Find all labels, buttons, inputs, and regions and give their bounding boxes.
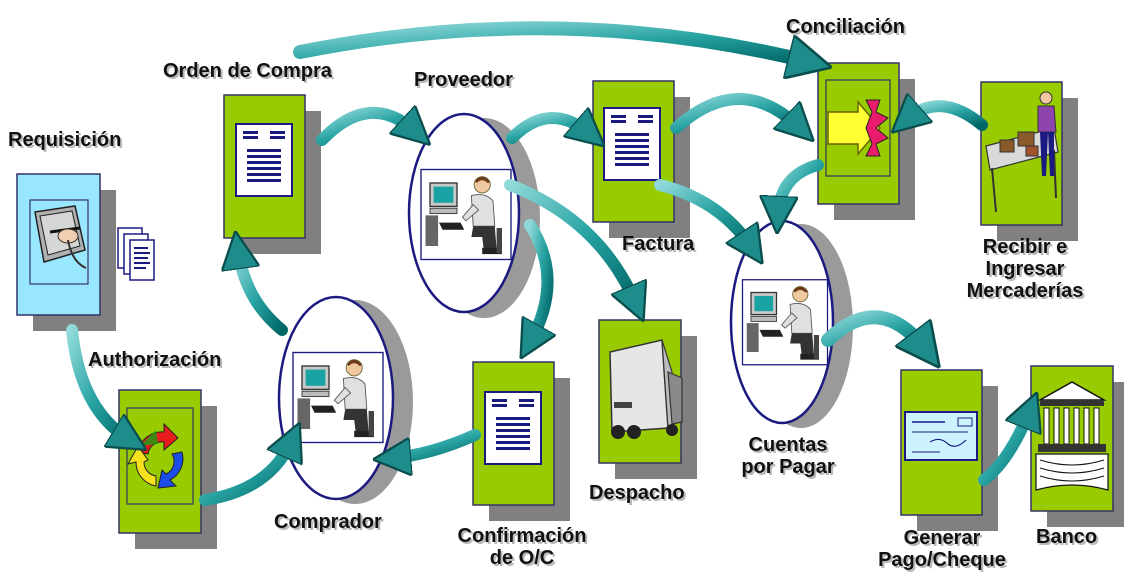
arrow-confirmacion-to-comprador [392,429,481,458]
confirmation-document-icon [484,391,542,465]
arrow-cuentas-to-generar [821,310,926,350]
proveedor-computer-user-icon [420,168,512,261]
documents-stack-icon [117,227,155,281]
cuentas-oval [729,219,853,428]
proveedor-label: Proveedor [414,69,513,91]
arrow-recibir-to-conciliacion [906,106,988,125]
autorizacion-label: Authorización [88,349,222,371]
proveedor-oval [407,112,540,318]
generar-pago-card [900,369,998,531]
cheque-icon [904,411,978,461]
cuentas-computer-user-icon [741,279,829,366]
arrow-orden-to-proveedor [316,113,416,140]
orden-compra-label: Orden de Compra [163,60,332,82]
arrow-proveedor-to-factura [506,118,590,138]
purchase-order-document-icon [235,123,293,197]
confirmacion-label-line2: de O/C [489,547,555,569]
warehouse-worker-icon [985,91,1059,213]
despacho-label: Despacho [589,482,685,504]
truck-icon [609,339,683,439]
orden-compra-card [223,94,321,254]
arrow-orden-to-conciliacion [293,21,810,62]
arrow-factura-to-cuentas [654,179,752,248]
arrow-conciliacion-to-cuentas [778,159,824,215]
autorizacion-card [118,389,217,549]
cuentas-label-line1: Cuentas [748,434,828,456]
hand-writing-icon [34,205,87,269]
confirmacion-card [472,361,570,521]
arrow-requisicion-to-autorizacion [66,324,130,440]
confirmacion-label-line1: Confirmación [457,525,587,547]
comprador-computer-user-icon [292,351,384,444]
arrow-factura-to-conciliacion [670,93,800,128]
comprador-oval [277,295,413,504]
arrow-generar-to-banco [978,410,1030,486]
conciliacion-card [817,62,915,220]
bank-building-icon [1035,381,1109,491]
banco-label: Banco [1036,526,1098,548]
invoice-document-icon [603,107,661,181]
arrow-comprador-to-orden [238,250,288,336]
factura-card [592,80,690,238]
cuentas-label-line2: por Pagar [741,456,835,478]
comprador-label: Comprador [274,511,382,533]
factura-label: Factura [622,233,695,255]
banco-card [1030,365,1124,527]
arrow-proveedor-to-despacho [504,179,636,304]
recibir-label-line2: Ingresar [985,258,1065,280]
generar-pago-label: Generar Pago/Cheque [866,527,1018,571]
despacho-card [598,319,697,479]
arrow-autorizacion-to-comprador [199,440,292,506]
requisicion-label: Requisición [8,129,122,151]
generar-pago-label-line1: Generar [903,527,981,549]
requisicion-card [16,173,155,331]
generar-pago-label-line2: Pago/Cheque [878,549,1006,571]
recibir-label: Recibir e Ingresar Mercaderías [945,236,1105,302]
match-arrow-icon [827,99,889,157]
confirmacion-label: Confirmación de O/C [438,525,606,569]
recibir-label-line3: Mercaderías [966,280,1084,302]
cuentas-label: Cuentas por Pagar [720,434,856,478]
recibir-label-line1: Recibir e [982,236,1068,258]
recibir-card [980,81,1078,241]
arrow-proveedor-to-confirmacion [530,219,548,342]
conciliacion-label: Conciliación [786,16,905,38]
flow-arrows [66,21,1030,506]
